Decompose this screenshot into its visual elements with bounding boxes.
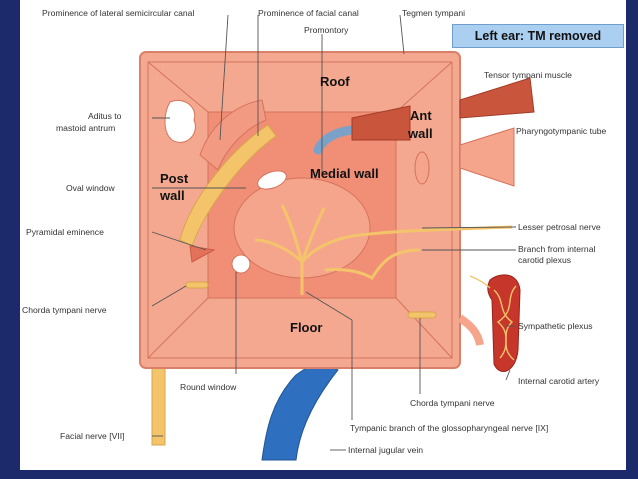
wall-ant-1: Ant xyxy=(410,108,432,123)
label-lateral-canal: Prominence of lateral semicircular canal xyxy=(42,8,194,18)
label-branch-ica-2: carotid plexus xyxy=(518,255,571,265)
label-facial-canal: Prominence of facial canal xyxy=(258,8,359,18)
label-sympathetic: Sympathetic plexus xyxy=(518,321,593,331)
wall-medial: Medial wall xyxy=(310,166,379,181)
wall-roof: Roof xyxy=(320,74,350,89)
label-aditus-1: Aditus to xyxy=(88,111,122,121)
pyramidal-eminence-shape xyxy=(189,245,216,263)
internal-carotid-artery-shape xyxy=(487,274,521,373)
label-tympanic-branch: Tympanic branch of the glossopharyngeal … xyxy=(350,423,548,433)
label-chorda-left: Chorda tympani nerve xyxy=(22,305,107,315)
pharyngotympanic-tube-shape xyxy=(459,127,515,187)
label-chorda-right: Chorda tympani nerve xyxy=(410,398,495,408)
label-aditus-2: mastoid antrum xyxy=(56,123,115,133)
oval-window-shape xyxy=(257,170,287,190)
internal-jugular-vein-shape xyxy=(261,359,339,461)
chorda-tympani-left-stub xyxy=(185,281,209,289)
tensor-tympani-canal xyxy=(313,125,357,155)
tensor-tympani-muscle-inside xyxy=(351,105,411,141)
label-jugular: Internal jugular vein xyxy=(348,445,423,455)
tensor-tympani-muscle-shape xyxy=(459,77,535,119)
round-window-shape xyxy=(231,254,251,274)
anterior-wall-opening xyxy=(414,151,430,185)
label-pyramidal: Pyramidal eminence xyxy=(26,227,104,237)
wall-post-1: Post xyxy=(160,171,189,186)
label-round-window: Round window xyxy=(180,382,237,392)
wall-ant-2: wall xyxy=(407,126,433,141)
label-tegmen: Tegmen tympani xyxy=(402,8,465,18)
label-pharyngotympanic: Pharyngotympanic tube xyxy=(516,126,607,136)
facial-canal-prominence xyxy=(179,124,277,247)
label-promontory: Promontory xyxy=(304,25,349,35)
chorda-tympani-right-stub xyxy=(407,311,437,319)
wall-floor: Floor xyxy=(290,320,323,335)
aditus-opening xyxy=(164,100,196,143)
lateral-canal-prominence xyxy=(199,99,267,171)
chorda-tympani-right-exit xyxy=(457,314,484,346)
label-facial-nerve: Facial nerve [VII] xyxy=(60,431,124,441)
label-oval-window: Oval window xyxy=(66,183,116,193)
label-lesser-petrosal: Lesser petrosal nerve xyxy=(518,222,601,232)
leader-lines xyxy=(151,14,517,451)
label-internal-carotid: Internal carotid artery xyxy=(518,376,600,386)
title-tag: Left ear: TM removed xyxy=(452,24,624,48)
sympathetic-plexus-shape xyxy=(469,275,517,361)
label-tensor: Tensor tympani muscle xyxy=(484,70,572,80)
label-branch-ica-1: Branch from internal xyxy=(518,244,595,254)
tympanic-plexus xyxy=(254,204,513,295)
wall-post-2: wall xyxy=(159,188,185,203)
